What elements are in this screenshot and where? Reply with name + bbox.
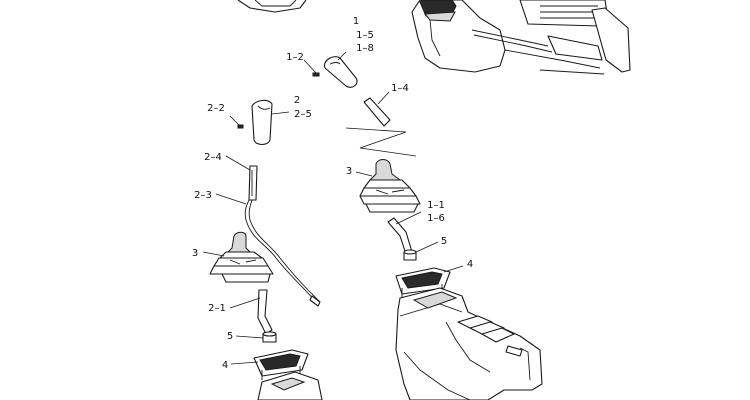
- cable-2-3: [244, 199, 321, 307]
- callout-2-5: 2–5: [294, 109, 312, 120]
- callout-2: 2: [294, 95, 300, 106]
- callout-1: 1: [353, 16, 359, 27]
- callout-2-1: 2–1: [208, 303, 226, 314]
- lever-2-4: [248, 165, 258, 201]
- console-bottom-right: [395, 287, 543, 400]
- rod-1-4: [363, 97, 391, 127]
- callout-2-2: 2–2: [207, 103, 225, 114]
- leader-lines: [202, 51, 464, 365]
- top-left-console: [237, 0, 307, 13]
- callout-1-2: 1–2: [286, 52, 304, 63]
- callout-4-right: 4: [467, 259, 473, 270]
- bracket-4-right: [395, 267, 451, 298]
- knob-1: [323, 56, 358, 88]
- lever-2-1: [257, 289, 273, 335]
- callout-1-4: 1–4: [391, 83, 409, 94]
- callout-3-right: 3: [346, 166, 352, 177]
- bracket-4-left: [253, 349, 309, 380]
- callout-3-left: 3: [192, 248, 198, 259]
- callout-2-3: 2–3: [194, 190, 212, 201]
- screw-2-2: [237, 124, 244, 129]
- top-right-console: [411, 0, 631, 75]
- bushing-5-right: [403, 249, 417, 261]
- break-line: [345, 127, 417, 157]
- callout-4-left: 4: [222, 360, 228, 371]
- console-bottom-left: [257, 371, 323, 400]
- callout-1-5: 1–5: [356, 30, 374, 41]
- lever-1-1: [387, 217, 413, 255]
- callout-1-8: 1–8: [356, 43, 374, 54]
- callout-5-right: 5: [441, 236, 447, 247]
- boot-3-left: [209, 231, 274, 283]
- screw-1-2: [312, 72, 320, 77]
- bushing-5-left: [262, 331, 277, 343]
- callout-2-4: 2–4: [204, 152, 222, 163]
- knob-2: [251, 99, 273, 146]
- callout-labels: 1 1–5 1–8 1–2 1–4 2 2–5 2–2 2–4 2–3 3 3 …: [192, 16, 473, 371]
- callout-1-6: 1–6: [427, 213, 445, 224]
- callout-5-left: 5: [227, 331, 233, 342]
- callout-1-1: 1–1: [427, 200, 445, 211]
- boot-3-right: [359, 159, 421, 213]
